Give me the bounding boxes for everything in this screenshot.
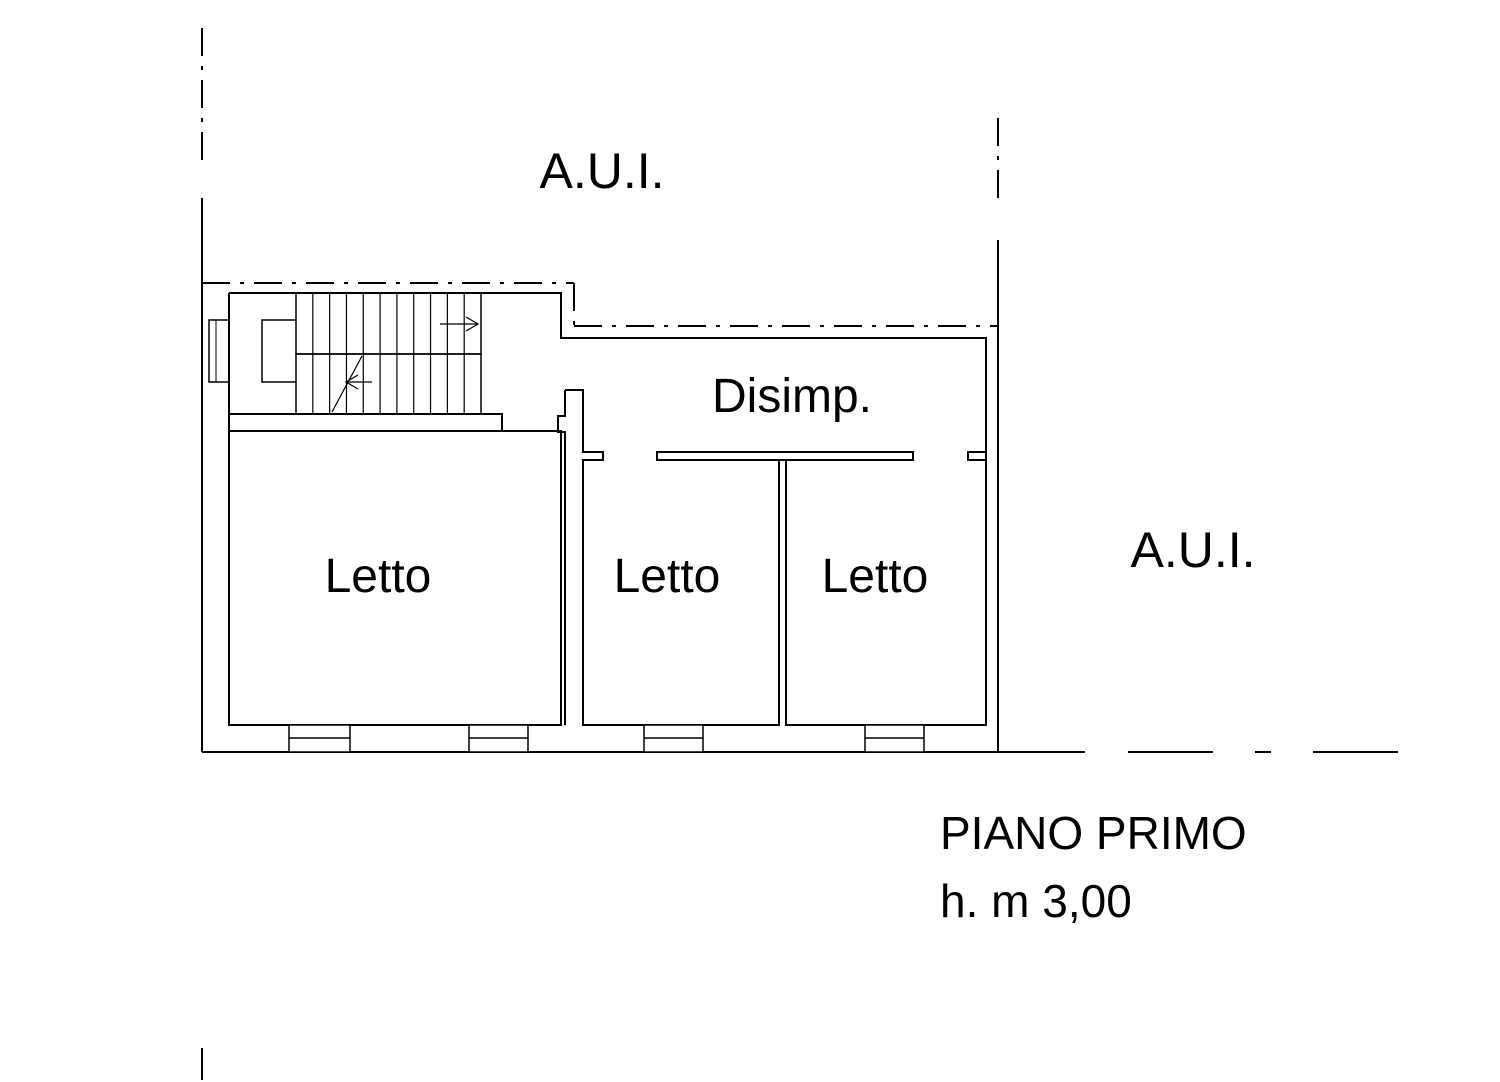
stair-arrow-up-head <box>465 316 480 332</box>
south-windows <box>288 724 925 753</box>
stair-landing <box>261 319 296 383</box>
disimpegno-label: Disimp. <box>712 370 872 423</box>
floor-name: PIANO PRIMO <box>940 807 1247 859</box>
corridor-east-stub <box>967 451 987 461</box>
aui-right-label: A.U.I. <box>1130 522 1255 578</box>
room-1-label: Letto <box>325 550 432 603</box>
north-wall <box>229 292 987 460</box>
stair-window <box>208 319 230 383</box>
room-3-label: Letto <box>822 550 929 603</box>
room-1-outline <box>228 430 562 726</box>
stair-lower-run <box>295 353 482 416</box>
walls <box>228 293 987 726</box>
room-2-label: Letto <box>614 550 721 603</box>
stair-ledge <box>228 413 503 432</box>
corridor-west-wall-outer <box>557 390 566 725</box>
stair-break-line <box>331 355 363 413</box>
property-boundary <box>201 28 1400 1080</box>
aui-top-label: A.U.I. <box>539 143 664 199</box>
stair-arrow-down-head <box>344 374 359 390</box>
corridor-partition <box>656 451 914 461</box>
floor-height: h. m 3,00 <box>940 875 1132 927</box>
stair-treads <box>312 293 465 414</box>
